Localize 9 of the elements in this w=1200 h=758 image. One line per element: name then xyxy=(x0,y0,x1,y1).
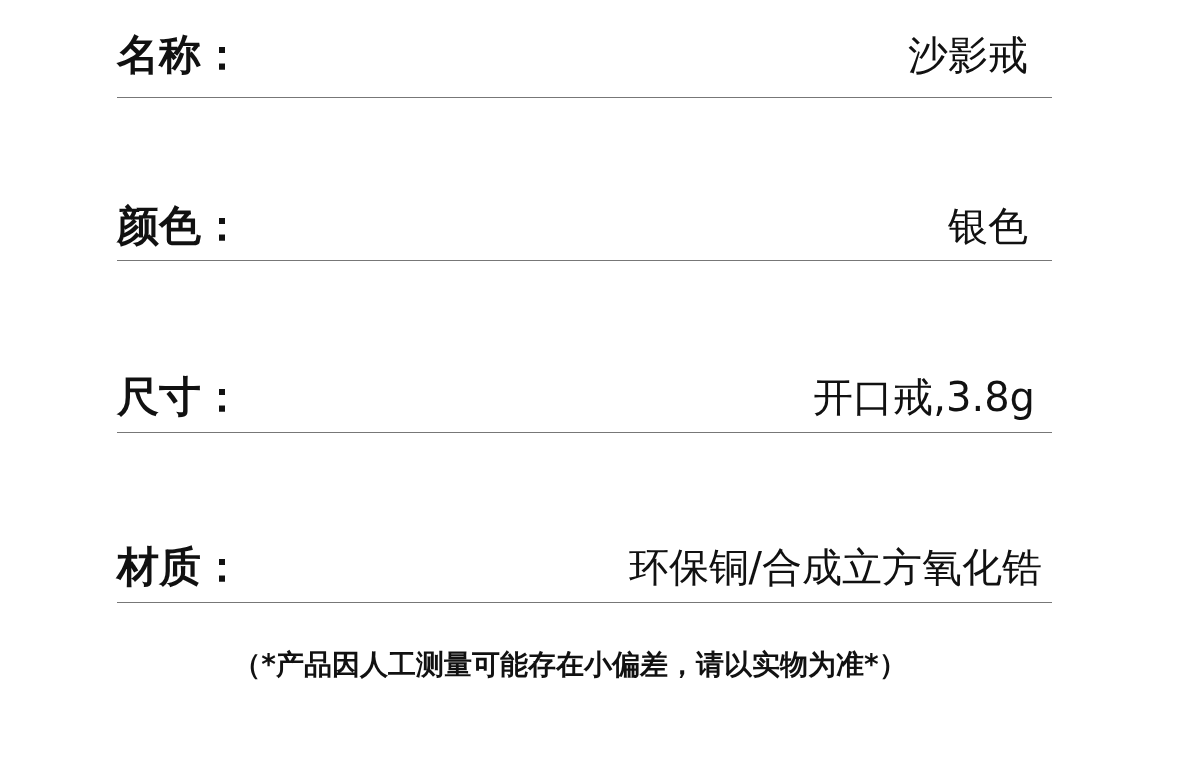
field-value: 银色 xyxy=(948,202,1028,251)
field-label: 材质： xyxy=(117,542,243,592)
footnote: （*产品因人工测量可能存在小偏差，请以实物为准*） xyxy=(233,648,907,681)
field-label: 颜色： xyxy=(117,201,243,251)
field-value: 环保铜/合成立方氧化锆 xyxy=(628,543,1042,592)
field-label: 名称： xyxy=(117,30,243,80)
field-value: 开口戒,3.8g xyxy=(813,373,1035,422)
field-label: 尺寸： xyxy=(117,372,243,422)
field-value: 沙影戒 xyxy=(908,31,1028,80)
